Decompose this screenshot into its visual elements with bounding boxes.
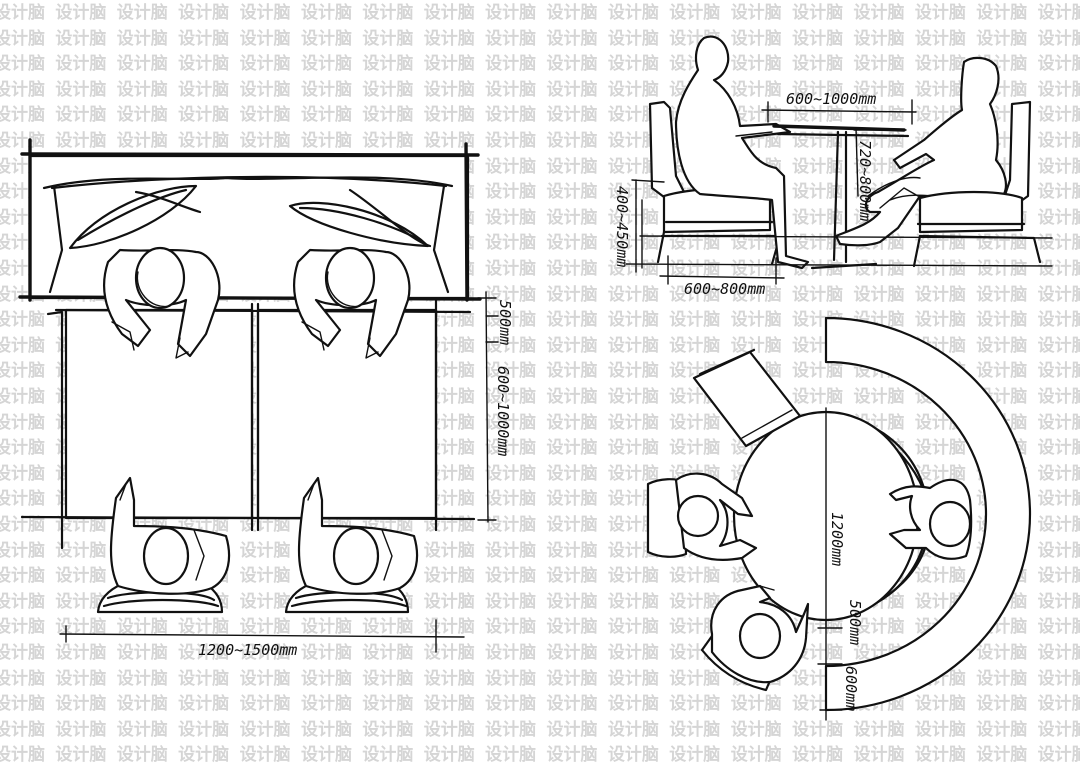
bench-back	[18, 138, 482, 302]
booth-plan-view: 1200~1500mm 600~1000mm 500mm	[18, 138, 514, 659]
dim-label-row-spacing: 600~1000mm	[494, 366, 512, 456]
dim-label-length: 1200~1500mm	[198, 641, 297, 659]
dim-label-bench: 600mm	[842, 666, 860, 711]
round-person-bottom	[710, 584, 810, 684]
dim-label-seat-depth: 600~800mm	[684, 280, 765, 298]
plan-person-top-left	[102, 246, 221, 359]
section-person-left	[674, 35, 810, 270]
dim-label-small: 500mm	[496, 300, 514, 345]
plan-person-top-right	[292, 246, 411, 359]
dim-label-table-span: 600~1000mm	[786, 90, 876, 108]
plan-dimension-lines	[59, 291, 499, 653]
plan-person-bottom-right	[297, 476, 419, 595]
plan-tables	[20, 298, 476, 550]
bench-cushions	[68, 184, 432, 250]
booth-section-view: 600~1000mm 600~800mm 400~450mm 720~800mm	[613, 35, 1053, 298]
dim-label-table-height: 720~800mm	[856, 140, 874, 221]
round-person-right	[888, 478, 973, 560]
dim-label-seat-height: 400~450mm	[613, 186, 631, 267]
dim-label-gap: 500mm	[846, 600, 864, 645]
round-chair-top	[692, 348, 802, 448]
section-person-right	[834, 56, 1007, 247]
round-booth-plan: 1200mm 500mm 600mm	[646, 316, 1032, 721]
section-dimension-lines	[625, 99, 1053, 285]
section-bench-right	[912, 100, 1042, 268]
round-person-left	[646, 472, 758, 561]
plan-person-bottom-left	[109, 476, 231, 595]
round-dimension-lines	[817, 619, 843, 721]
dim-label-diameter: 1200mm	[828, 512, 846, 566]
